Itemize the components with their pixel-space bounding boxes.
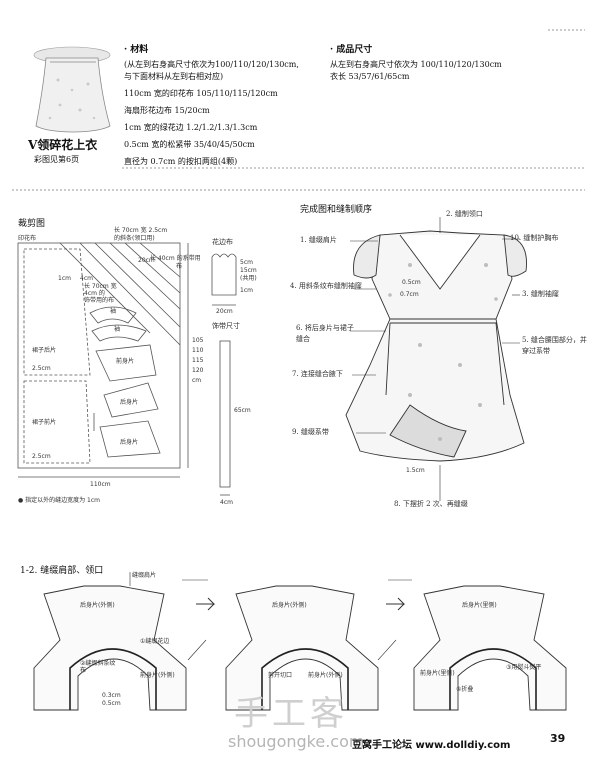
dim-label: 2.5cm	[32, 365, 51, 372]
page-number: 39	[550, 732, 566, 745]
neckline-steps: 1-2. 缝缀肩部、领口 缝缀肩片 后身片(外侧) 后身片(外侧) 后身片(里侧…	[0, 560, 593, 766]
size-line: 从左到右身高尺寸依次为 100/110/120/130cm	[330, 60, 502, 69]
step-label: 7. 连接缝合腋下	[292, 370, 343, 378]
size-line: 衣长 53/57/61/65cm	[330, 72, 410, 81]
note-strap-fabric: 饰带用的布	[84, 297, 115, 304]
neckline-step-drawings	[33, 572, 567, 711]
materials-line: 与下面材料从左到右相对应)	[124, 72, 224, 81]
header-region: V领碎花上衣 彩图见第6页 · 材料 (从左到右身高尺寸依次为100/110/1…	[0, 0, 593, 195]
note-bias-strip: 的斜条(领口用)	[114, 235, 155, 242]
finished-dim: 0.5cm	[402, 279, 421, 286]
lace-dim: 15cm	[240, 267, 257, 274]
piece-label-skirt-front: 裙子前片	[32, 419, 57, 426]
step-label: 3. 缝制袖窿	[522, 290, 559, 298]
fabric-label: 印花布	[18, 235, 37, 242]
note-tie-fabric: 长 40cm 的系带用	[150, 255, 201, 262]
piece-label-sleeve: 袖	[110, 308, 117, 315]
watermark-brand: 手工客	[234, 694, 348, 734]
materials-line: (从左到右身高尺寸依次为100/110/120/130cm,	[124, 60, 299, 69]
dim-label: 1cm	[58, 275, 71, 282]
lace-dim: 5cm	[240, 259, 253, 266]
materials-line: 0.5cm 宽的松紧带 35/40/45/50cm	[124, 140, 255, 149]
neck-label: ④折叠	[456, 686, 474, 693]
dim-label: 110	[192, 347, 204, 354]
cutting-diagram: 裁剪图 印花布 长 70cm 宽 2.5cm 的斜条(领口用) 长 70cm 宽…	[0, 195, 290, 525]
forum-credit: 豆窝手工论坛 www.dolldiy.com	[352, 740, 511, 751]
lace-dim: (共用)	[240, 275, 257, 282]
piece-label-back-bodice: 后身片	[120, 399, 139, 406]
materials-line: 1cm 宽的绿花边 1.2/1.2/1.3/1.3cm	[124, 123, 258, 132]
dim-label: 120	[192, 367, 204, 374]
dim-fabric-width: 110cm	[90, 481, 111, 488]
strap-dim: 65cm	[234, 407, 251, 414]
materials-heading: · 材料	[124, 45, 149, 55]
item-subtitle: 彩图见第6页	[34, 155, 80, 164]
lace-title: 花边布	[212, 238, 233, 246]
section2-title: 1-2. 缝缀肩部、领口	[20, 566, 104, 576]
cutting-title: 裁剪图	[18, 219, 46, 229]
finished-title: 完成图和缝制顺序	[300, 205, 373, 215]
neck-label: ②缝缀斜条纹布	[80, 660, 116, 674]
size-block: · 成品尺寸 从左到右身高尺寸依次为 100/110/120/130cm 衣长 …	[330, 42, 502, 83]
item-title: V领碎花上衣	[28, 138, 98, 152]
note-tie-fabric: 布	[176, 263, 183, 270]
strap-title: 饰带尺寸	[212, 322, 240, 330]
step-label: 1. 缝缀肩片	[300, 236, 337, 244]
materials-line: 海扇形花边布 15/20cm	[124, 106, 210, 115]
piece-label-front-bodice: 前身片	[116, 358, 135, 365]
dim-label: 4cm	[80, 275, 93, 282]
materials-line: 直径为 0.7cm 的按扣两组(4颗)	[124, 157, 238, 166]
finished-dim: 1.5cm	[406, 467, 425, 474]
piece-label-sleeve: 袖	[114, 326, 121, 333]
finished-dim: 0.7cm	[400, 291, 419, 298]
neck-label: 后身片(外侧)	[80, 602, 115, 609]
step-label: 2. 缝制领口	[446, 210, 483, 218]
cutting-layout-drawing	[17, 242, 237, 496]
neck-label: 缝缀肩片	[132, 572, 157, 579]
finished-diagram: 完成图和缝制顺序 1. 缝缀肩片 2. 缝制领口 3. 缝制袖窿 4. 用斜条纹…	[290, 195, 593, 525]
neck-label: 前身片(里侧)	[420, 670, 455, 677]
lace-dim: 1cm	[240, 287, 253, 294]
step-label: 5. 缝合腰围部分，并穿过系带	[522, 336, 587, 355]
note-bias-strip: 长 70cm 宽 2.5cm	[114, 227, 168, 234]
piece-label-skirt-back: 裙子后片	[32, 347, 57, 354]
piece-label-back-bodice: 后身片	[120, 439, 139, 446]
step-label: 6. 将后身片与裙子缝合	[296, 324, 354, 343]
neck-label: ③用熨斗熨平	[506, 664, 542, 671]
neck-label: 后身片(外侧)	[272, 602, 307, 609]
dim-label: 105	[192, 337, 204, 344]
step-label: 8. 下摆折 2 次、再缝缀	[394, 500, 468, 508]
step-label: 10. 缝制护胸布	[510, 234, 559, 242]
lace-dim: 20cm	[216, 308, 233, 315]
step-label: 9. 缝缀系带	[292, 428, 329, 436]
neck-label: 后身片(里侧)	[462, 602, 497, 609]
watermark-url: shougongke.com	[228, 732, 365, 751]
neck-label: ①缝缀花边	[140, 638, 170, 645]
top-garment-illustration	[12, 29, 585, 191]
dim-label: 2.5cm	[32, 453, 51, 460]
cutting-footnote: ● 指定以外的缝边宽度为 1cm	[18, 497, 101, 504]
materials-block: · 材料 (从左到右身高尺寸依次为100/110/120/130cm, 与下面材…	[124, 42, 299, 168]
note-strap-fabric: 长 70cm 宽	[84, 283, 117, 290]
step-label: 4. 用斜条纹布缝制袖窿	[290, 282, 362, 290]
note-strap-fabric: 4cm 的	[84, 290, 105, 297]
dim-label: cm	[192, 377, 202, 384]
neck-label: 前身片(外侧)	[308, 672, 343, 679]
dress-illustration	[345, 217, 527, 501]
size-heading: · 成品尺寸	[330, 45, 373, 55]
strap-dim: 4cm	[220, 499, 233, 506]
dim-label: 115	[192, 357, 204, 364]
neck-label: 剪开切口	[268, 672, 293, 679]
neck-label: 前身片(外侧)	[140, 672, 175, 679]
materials-line: 110cm 宽的印花布 105/110/115/120cm	[124, 89, 278, 98]
neck-label: 0.3cm	[102, 692, 121, 699]
neck-label: 0.5cm	[102, 700, 121, 707]
dim-label: 20cm	[138, 257, 155, 264]
